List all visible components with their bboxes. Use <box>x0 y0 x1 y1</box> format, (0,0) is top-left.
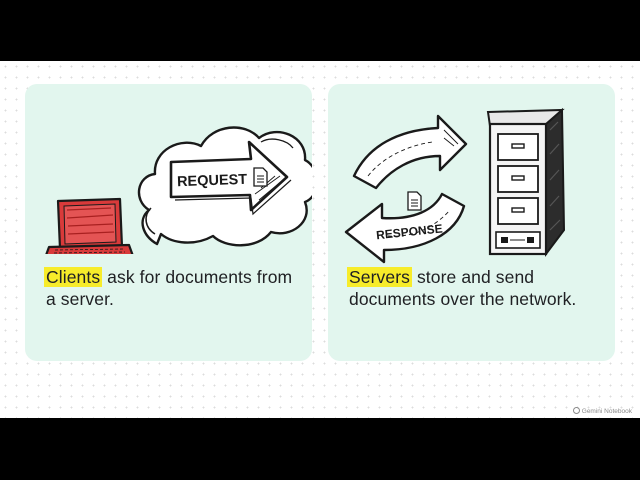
server-caption: Servers store and send documents over th… <box>347 266 599 310</box>
client-caption-text: ask for documents from a server. <box>46 267 293 309</box>
client-caption: Clients ask for documents from a server. <box>44 266 296 310</box>
laptop-icon <box>45 197 134 254</box>
server-illustration: RESPONSE <box>344 107 566 264</box>
watermark: Gemini Notebook <box>572 407 632 415</box>
server-caption-text: store and send documents over the networ… <box>349 267 577 309</box>
slide: REQUEST Clients ask for documents from a… <box>0 61 640 418</box>
servers-highlight: Servers <box>347 267 412 287</box>
client-illustration: REQUEST <box>45 126 312 254</box>
document-icon <box>407 191 422 211</box>
notebook-logo-icon <box>572 407 580 414</box>
document-icon <box>253 167 268 187</box>
request-label: REQUEST <box>177 172 248 190</box>
response-arrow-shape <box>344 192 466 264</box>
server-panel: RESPONSE Servers store and send document… <box>328 84 615 361</box>
client-panel: REQUEST Clients ask for documents from a… <box>25 84 312 361</box>
server-tower-icon <box>486 107 566 257</box>
watermark-text: Gemini Notebook <box>581 408 632 415</box>
upper-arrow-shape <box>352 114 468 190</box>
response-label: RESPONSE <box>375 221 443 242</box>
clients-highlight: Clients <box>44 267 103 287</box>
